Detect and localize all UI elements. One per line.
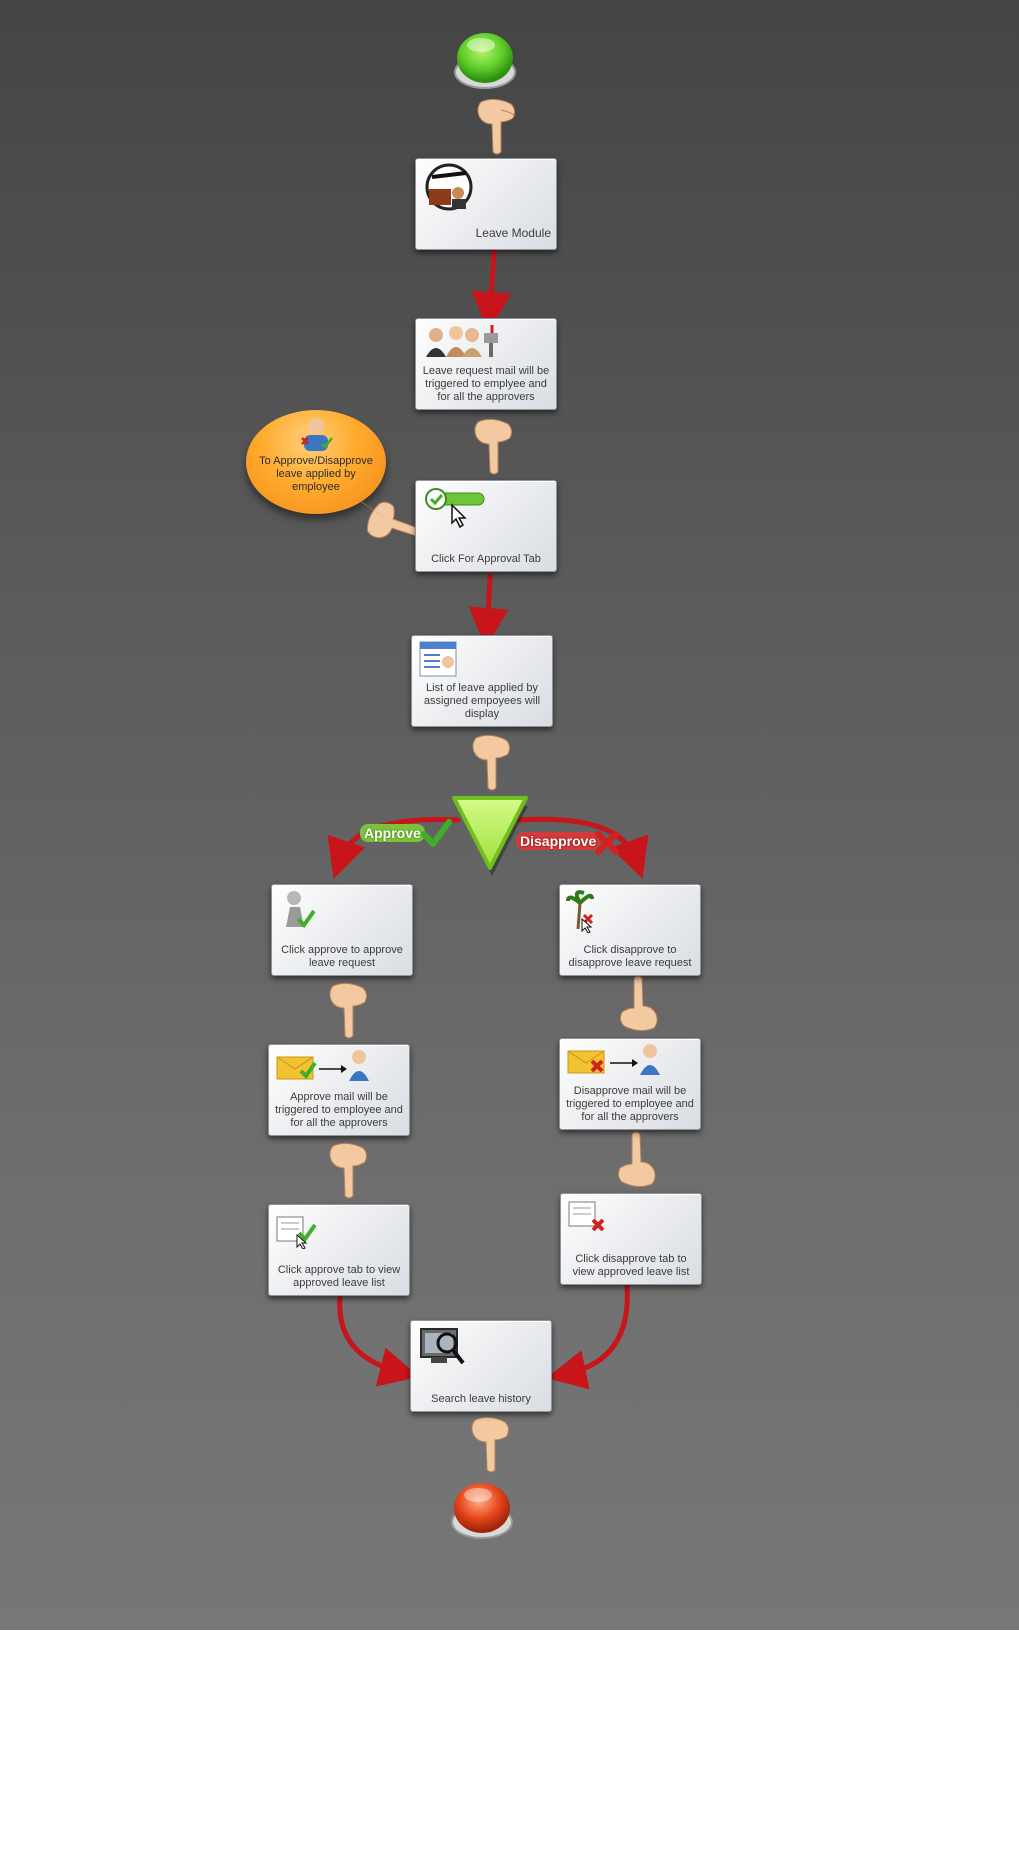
workflow-diagram: To Approve/Disapprove leave applied by e… [0,0,1019,1630]
step-search-history[interactable]: Search leave history [410,1320,552,1412]
pointing-hand-up-icon [617,1131,656,1188]
step-click-approve[interactable]: Click approve to approve leave request [271,884,413,976]
pointing-hand-icon [329,982,368,1039]
users-mailbox-icon [426,325,498,357]
arrow-tab-to-list [468,573,509,648]
step-leave-list[interactable]: List of leave applied by assigned empoye… [411,635,553,727]
end-button-icon [451,1483,513,1539]
step-disapprove-tab[interactable]: Click disapprove tab to view approved le… [560,1193,702,1285]
step-disapprove-mail[interactable]: Disapprove mail will be triggered to emp… [559,1038,701,1130]
green-check-icon [421,819,452,847]
step-label: Click approve tab to view approved leave… [277,1264,401,1289]
arrow-module-to-mail [471,249,512,332]
step-label: List of leave applied by assigned empoye… [423,682,541,720]
step-label: Approve mail will be triggered to employ… [275,1091,403,1129]
step-label: Click For Approval Tab [431,553,541,565]
approve-mail-to-user-icon [276,1050,369,1081]
step-label: Leave Module [475,226,551,240]
step-label: Search leave history [431,1393,531,1405]
step-label: Click approve to approve leave request [281,944,403,969]
step-approve-tab[interactable]: Click approve tab to view approved leave… [268,1204,410,1296]
palm-disapprove-icon [566,890,594,933]
step-request-mail[interactable]: Leave request mail will be triggered to … [415,318,557,410]
pointing-hand-icon [477,98,516,155]
step-label: Leave request mail will be triggered to … [422,365,550,403]
step-leave-module[interactable]: Leave Module [415,158,557,250]
arrow-disapprove-tab-to-search [546,1283,630,1390]
callout-bubble: To Approve/Disapprove leave applied by e… [246,410,386,514]
step-label: Click disapprove to disapprove leave req… [568,944,692,969]
pointing-hand-up-icon [619,975,658,1032]
disapproved-document-icon [568,1201,605,1232]
time-to-leave-logo-icon [425,163,473,211]
pointing-hand-icon [472,734,511,791]
disapprove-mail-to-user-icon [567,1044,660,1075]
approved-document-cursor-icon [276,1216,317,1249]
approve-label: Approve [360,824,425,842]
pointing-hand-icon [471,1416,510,1473]
pointing-hand-icon [474,418,513,475]
step-label: Disapprove mail will be triggered to emp… [566,1085,694,1123]
arrow-decision-to-disapprove [517,816,649,879]
start-button-icon [454,33,516,89]
person-approve-icon [286,891,316,929]
list-document-icon [419,641,457,677]
callout-text: To Approve/Disapprove leave applied by e… [259,455,373,493]
approval-tab-cursor-icon [425,488,485,529]
decision-triangle-icon [452,796,528,876]
disapprove-label: Disapprove [516,832,601,850]
user-approve-icon [301,418,333,451]
red-cross-icon [595,831,619,855]
arrow-approve-tab-to-search [337,1295,420,1387]
monitor-search-icon [420,1328,465,1365]
step-label: Click disapprove tab to view approved le… [572,1253,690,1278]
step-click-disapprove[interactable]: Click disapprove to disapprove leave req… [559,884,701,976]
pointing-hand-icon [329,1142,368,1199]
step-approval-tab[interactable]: Click For Approval Tab [415,480,557,572]
step-approve-mail[interactable]: Approve mail will be triggered to employ… [268,1044,410,1136]
callout-tail [352,496,388,520]
